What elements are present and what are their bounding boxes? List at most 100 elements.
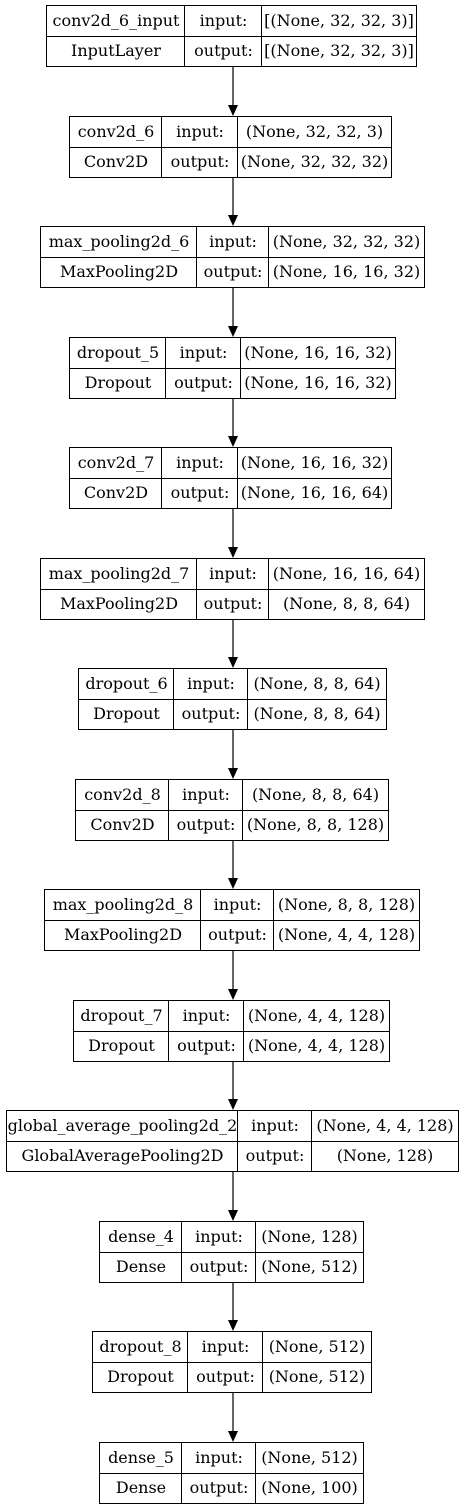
layer-name: dropout_7 xyxy=(80,1006,163,1025)
output-shape: (None, 100) xyxy=(261,1478,358,1497)
row-divider xyxy=(70,367,395,369)
arrowhead xyxy=(228,105,238,116)
output-shape: [(None, 32, 32, 3)] xyxy=(264,41,414,60)
input-shape: (None, 8, 8, 64) xyxy=(251,785,380,804)
input-label: input: xyxy=(176,122,224,141)
connector-arrow xyxy=(228,730,238,779)
arrowhead xyxy=(228,989,238,1000)
row-divider xyxy=(47,35,416,37)
input-label: input: xyxy=(182,785,230,804)
arrowhead xyxy=(228,1431,238,1442)
output-label: output: xyxy=(196,1367,255,1386)
input-shape: (None, 512) xyxy=(268,1337,366,1356)
connector-arrow xyxy=(228,288,238,337)
row-divider xyxy=(70,146,391,148)
row-divider xyxy=(70,477,391,479)
layer-name: global_average_pooling2d_2 xyxy=(7,1116,238,1135)
input-label: input: xyxy=(195,1227,243,1246)
layer-name: dropout_5 xyxy=(76,343,160,362)
output-label: output: xyxy=(177,1036,236,1055)
output-shape: (None, 128) xyxy=(336,1146,434,1165)
input-shape: (None, 8, 8, 128) xyxy=(277,895,416,914)
layer-name: conv2d_8 xyxy=(84,785,161,804)
output-label: output: xyxy=(245,1146,305,1165)
row-divider xyxy=(41,588,424,590)
layer-type: Conv2D xyxy=(90,815,155,834)
layer-type: InputLayer xyxy=(71,41,161,60)
input-label: input: xyxy=(179,343,228,362)
input-label: input: xyxy=(213,895,262,914)
arrowhead xyxy=(228,547,238,558)
connector-arrow xyxy=(228,620,238,668)
output-label: output: xyxy=(176,815,236,834)
layer-type: Dense xyxy=(115,1478,167,1497)
row-divider xyxy=(100,1251,363,1253)
output-label: output: xyxy=(203,594,263,613)
input-shape: (None, 16, 16, 32) xyxy=(240,453,389,472)
connector-arrow xyxy=(228,399,238,447)
connector-arrow xyxy=(228,1062,238,1110)
output-shape: (None, 4, 4, 128) xyxy=(277,925,416,944)
layer-name: max_pooling2d_8 xyxy=(52,895,194,914)
input-label: input: xyxy=(251,1116,299,1135)
output-label: output: xyxy=(203,262,263,281)
layer-name: conv2d_7 xyxy=(77,453,155,472)
row-divider xyxy=(7,1140,458,1142)
input-label: input: xyxy=(195,1448,243,1467)
input-shape: (None, 16, 16, 32) xyxy=(244,343,392,362)
output-label: output: xyxy=(181,704,241,723)
output-label: output: xyxy=(189,1478,249,1497)
row-divider xyxy=(74,1030,389,1032)
output-shape: (None, 16, 16, 64) xyxy=(240,483,389,502)
layer-type: Dropout xyxy=(84,373,152,392)
connector-arrow xyxy=(228,1283,238,1331)
layer-type: Conv2D xyxy=(83,483,149,502)
layer-type: GlobalAveragePooling2D xyxy=(21,1146,224,1165)
layer-type: MaxPooling2D xyxy=(59,262,179,281)
arrowhead xyxy=(228,768,238,779)
layer-name: conv2d_6 xyxy=(77,122,155,141)
arrowhead xyxy=(228,1210,238,1221)
arrowhead xyxy=(228,436,238,447)
row-divider xyxy=(79,698,386,700)
input-label: input: xyxy=(182,1006,231,1025)
input-label: input: xyxy=(187,674,235,693)
connector-arrow xyxy=(228,1172,238,1221)
layer-type: MaxPooling2D xyxy=(63,925,183,944)
layer-name: dense_4 xyxy=(108,1227,174,1246)
output-shape: (None, 8, 8, 64) xyxy=(253,704,381,723)
input-shape: [(None, 32, 32, 3)] xyxy=(264,11,414,30)
input-label: input: xyxy=(199,11,248,30)
input-label: input: xyxy=(209,564,257,583)
layer-name: max_pooling2d_7 xyxy=(48,564,190,583)
input-shape: (None, 32, 32, 32) xyxy=(272,232,421,251)
connector-arrow xyxy=(228,509,238,558)
output-shape: (None, 32, 32, 32) xyxy=(240,152,389,171)
arrowhead xyxy=(228,1099,238,1110)
row-divider xyxy=(93,1361,371,1363)
layer-type: Conv2D xyxy=(83,152,149,171)
input-label: input: xyxy=(209,232,257,251)
input-label: input: xyxy=(176,453,224,472)
input-shape: (None, 16, 16, 64) xyxy=(272,564,421,583)
row-divider xyxy=(76,809,388,811)
layer-type: Dropout xyxy=(93,704,160,723)
output-shape: (None, 512) xyxy=(261,1257,358,1276)
layer-type: Dropout xyxy=(88,1036,155,1055)
output-shape: (None, 8, 8, 64) xyxy=(282,594,411,613)
